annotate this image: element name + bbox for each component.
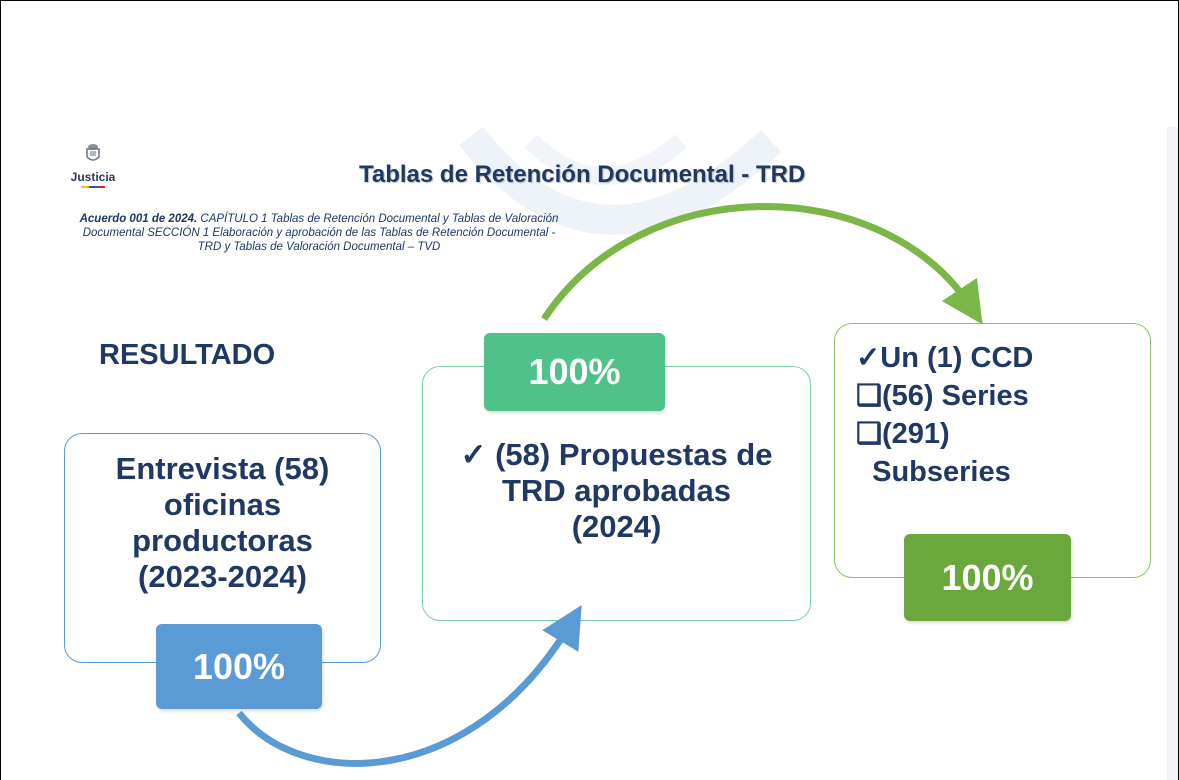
section-label: RESULTADO [99, 339, 276, 371]
step-2-line: (2024) [571, 509, 662, 544]
step-2-line: ✓ (58) Propuestas de [460, 437, 773, 472]
legal-reference-bold: Acuerdo 001 de 2024. [79, 213, 198, 225]
step-1-line: Entrevista (58) [115, 451, 330, 486]
right-edge-strip [1167, 127, 1178, 780]
legal-reference: Acuerdo 001 de 2024. CAPÍTULO 1 Tablas d… [79, 212, 559, 254]
flag-bar [63, 186, 123, 188]
step-3-line: ❑(291) [856, 418, 950, 450]
green-curved-arrow [541, 202, 983, 325]
step-2-line: TRD aprobadas [501, 473, 732, 508]
coat-of-arms-icon [86, 144, 100, 161]
blue-curved-arrow [236, 604, 582, 767]
step-1-line: oficinas [163, 487, 282, 522]
slide-title: Tablas de Retención Documental - TRD [359, 161, 806, 188]
step-1-percent-badge: 100% [156, 624, 322, 709]
justicia-logo: Justicia [63, 141, 123, 188]
step-1-line: (2023-2024) [138, 559, 307, 594]
step-3-line: ✓Un (1) CCD [856, 342, 1034, 374]
legal-reference-text: CAPÍTULO 1 Tablas de Retención Documenta… [82, 213, 559, 253]
logo-label: Justicia [70, 170, 116, 184]
step-3-line: ❑(56) Series [856, 380, 1029, 412]
step-2-text: ✓ (58) Propuestas de TRD aprobadas (2024… [422, 437, 811, 545]
step-2-percent-badge: 100% [484, 333, 665, 411]
step-3-text: ✓Un (1) CCD ❑(56) Series ❑(291) Subserie… [856, 339, 1146, 491]
step-3-line: Subseries [856, 456, 1011, 488]
step-1-text: Entrevista (58) oficinas productoras (20… [64, 451, 381, 595]
step-1-line: productoras [132, 523, 313, 558]
step-3-percent-badge: 100% [904, 534, 1071, 621]
